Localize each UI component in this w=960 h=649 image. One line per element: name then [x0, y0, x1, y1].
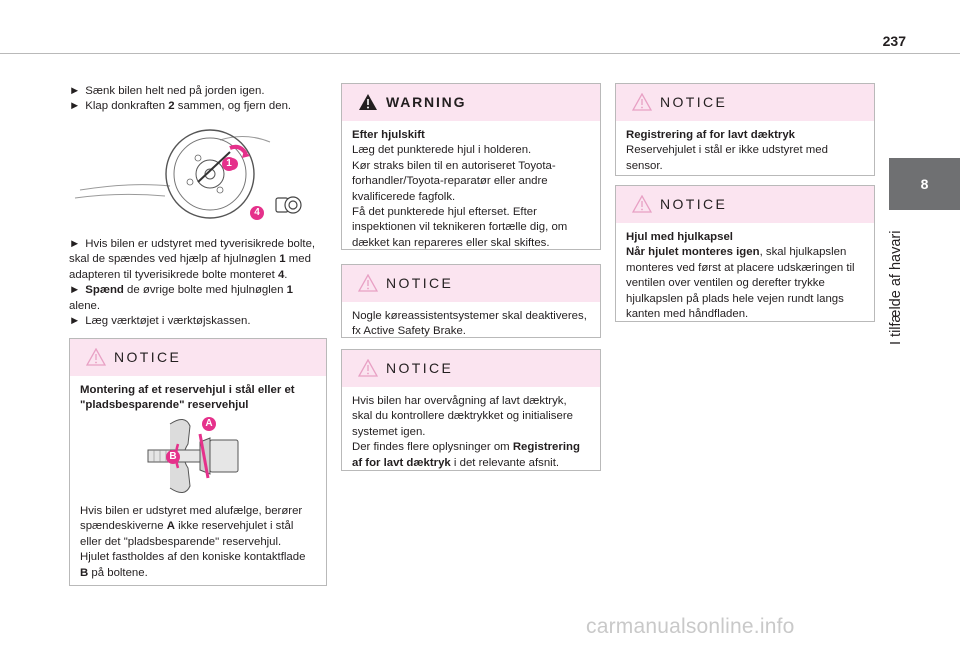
warning-triangle-icon	[358, 359, 378, 377]
wheel-illustration	[74, 129, 302, 219]
notice-box-hubcap: NOTICE Hjul med hjulkapsel Når hjulet mo…	[615, 185, 875, 322]
notice-box-tyre-pressure: NOTICE Hvis bilen har overvågning af lav…	[341, 349, 601, 471]
warning-triangle-icon	[86, 348, 106, 366]
notice-header: NOTICE	[616, 186, 874, 223]
warning-triangle-icon	[632, 195, 652, 213]
notice-body: Registrering af for lavt dæktryk Reserve…	[616, 121, 874, 182]
callout-4: 4	[250, 206, 264, 220]
notice-header: NOTICE	[342, 265, 600, 302]
notice-box-low-pressure: NOTICE Registrering af for lavt dæktryk …	[615, 83, 875, 176]
column-1-steps: ►Hvis bilen er udstyret med tyverisikred…	[69, 237, 327, 329]
warning-line: Kør straks bilen til en autoriseret Toyo…	[352, 159, 556, 203]
notice-box-steel-wheel: NOTICE Montering af et reservehjul i stå…	[69, 338, 327, 586]
notice-label: NOTICE	[660, 196, 728, 212]
notice-header: NOTICE	[342, 350, 600, 387]
notice-text: Når hjulet monteres igen, skal hjulkapsl…	[626, 246, 855, 321]
warning-label: WARNING	[386, 94, 467, 110]
section-title: I tilfælde af havari	[888, 230, 904, 346]
notice-title: Hjul med hjulkapsel	[626, 231, 733, 243]
section-tab[interactable]: 8	[889, 158, 960, 210]
notice-label: NOTICE	[114, 349, 182, 365]
page-number: 237	[882, 33, 906, 49]
notice-text: Der findes flere oplysninger om Registre…	[352, 441, 580, 469]
warning-triangle-icon	[358, 274, 378, 292]
step-item: ►Klap donkraften 2 sammen, og fjern den.	[69, 100, 292, 113]
notice-label: NOTICE	[386, 275, 454, 291]
notice-text: Nogle køreassistentsystemer skal deaktiv…	[352, 310, 587, 338]
notice-lower-body: Hvis bilen er udstyret med alufælge, ber…	[80, 505, 306, 579]
notice-title: Registrering af for lavt dæktryk	[626, 129, 796, 141]
warning-triangle-icon	[632, 93, 652, 111]
notice-body: Hvis bilen har overvågning af lavt dæktr…	[342, 387, 600, 479]
notice-label: NOTICE	[386, 360, 454, 376]
notice-body: Montering af et reservehjul i stål eller…	[70, 376, 326, 422]
step-item: ►Hvis bilen er udstyret med tyverisikred…	[69, 238, 316, 281]
warning-body: Efter hjulskift Læg det punkterede hjul …	[342, 121, 600, 259]
notice-body: Nogle køreassistentsystemer skal deaktiv…	[342, 302, 600, 348]
step-item: ►Sænk bilen helt ned på jorden igen.	[69, 85, 265, 97]
intro-steps: ►Sænk bilen helt ned på jorden igen. ►Kl…	[69, 84, 327, 115]
callout-a: A	[202, 417, 216, 431]
warning-header: WARNING	[342, 84, 600, 121]
notice-header: NOTICE	[616, 84, 874, 121]
notice-text: Reservehjulet i stål er ikke udstyret me…	[626, 144, 828, 172]
watermark-logo: carmanualsonline.info	[586, 615, 795, 638]
callout-b: B	[166, 450, 180, 464]
warning-box: WARNING Efter hjulskift Læg det punktere…	[341, 83, 601, 250]
warning-triangle-icon	[359, 94, 377, 110]
column-1: ►Sænk bilen helt ned på jorden igen. ►Kl…	[69, 84, 327, 115]
step-item: ►Spænd de øvrige bolte med hjulnøglen 1 …	[69, 284, 293, 312]
warning-title: Efter hjulskift	[352, 129, 425, 141]
notice-label: NOTICE	[660, 94, 728, 110]
warning-line: Få det punkterede hjul efterset. Efter i…	[352, 206, 568, 249]
callout-1: 1	[222, 157, 236, 171]
warning-line: Læg det punkterede hjul i holderen.	[352, 144, 532, 157]
notice-body: Hjul med hjulkapsel Når hjulet monteres …	[616, 223, 874, 330]
step-item: ►Læg værktøjet i værktøjskassen.	[69, 315, 251, 328]
header-rule	[0, 53, 960, 54]
notice-box-driver-assist: NOTICE Nogle køreassistentsystemer skal …	[341, 264, 601, 338]
wheel-bolt-illustration	[147, 419, 239, 493]
notice-title: Montering af et reservehjul i stål eller…	[80, 384, 295, 412]
notice-header: NOTICE	[70, 339, 326, 376]
notice-text: Hvis bilen har overvågning af lavt dæktr…	[352, 395, 573, 438]
